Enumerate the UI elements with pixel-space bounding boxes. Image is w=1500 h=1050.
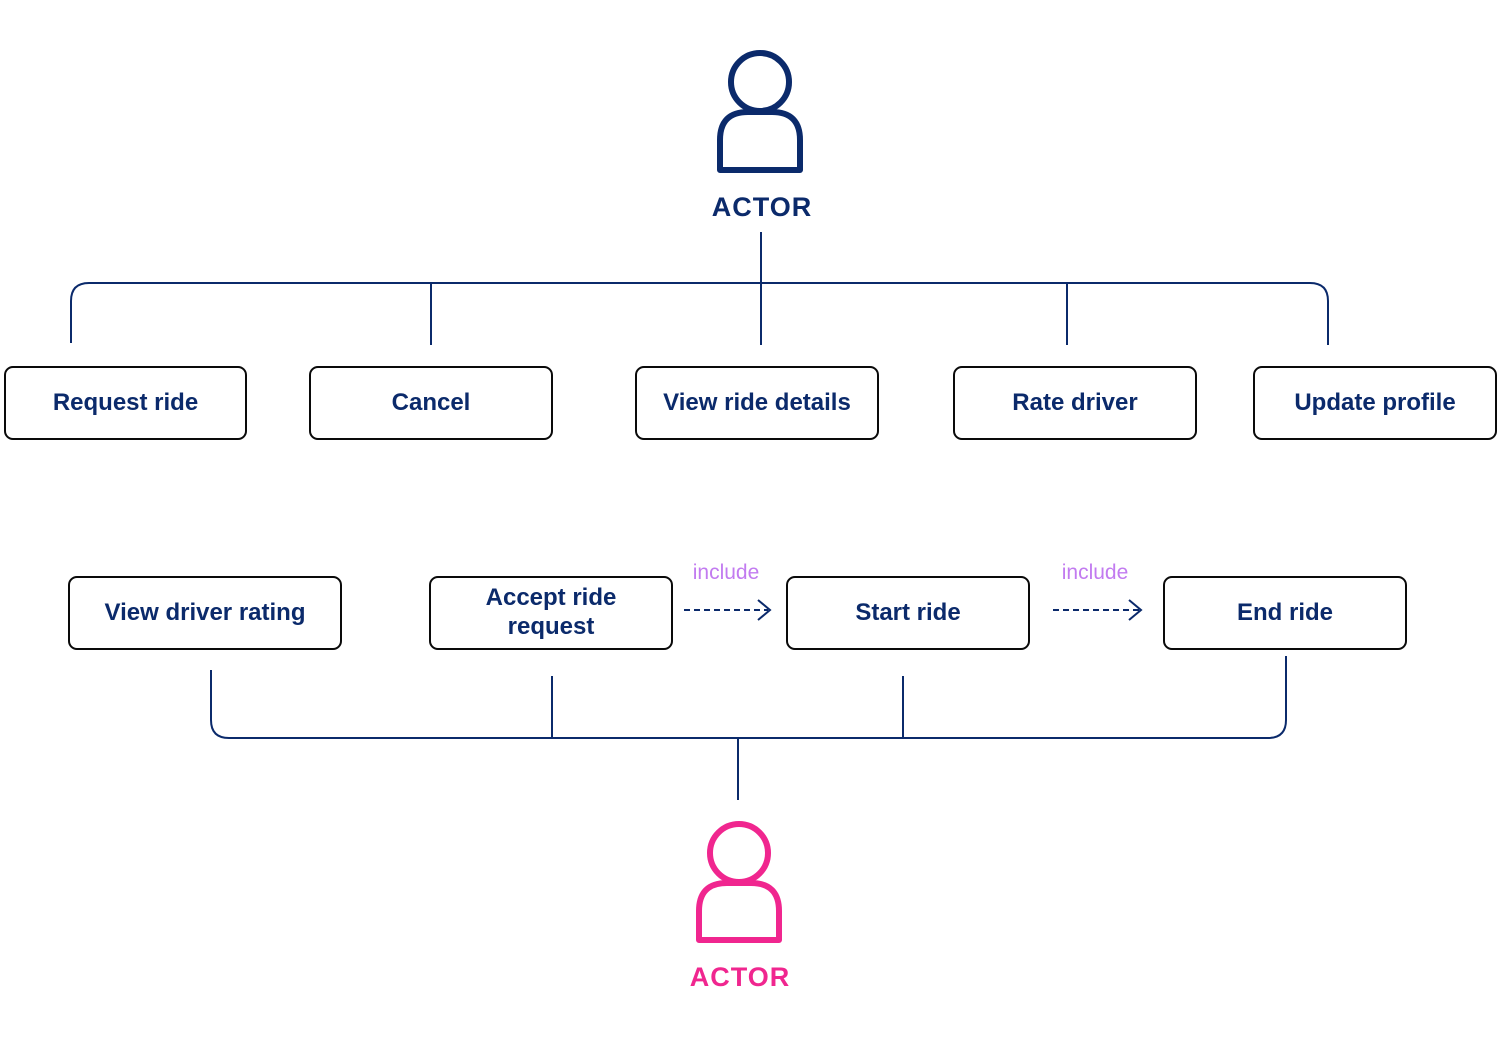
include-arrow-2: [1053, 599, 1143, 621]
use-case-view-driver-rating: View driver rating: [68, 576, 342, 650]
bottom-connectors: [210, 656, 1287, 800]
use-case-rate-driver: Rate driver: [953, 366, 1197, 440]
include-arrow-1: [684, 599, 772, 621]
use-case-request-ride: Request ride: [4, 366, 247, 440]
bottom-actor-label: ACTOR: [689, 962, 791, 992]
use-case-update-profile: Update profile: [1253, 366, 1497, 440]
use-case-start-ride: Start ride: [786, 576, 1030, 650]
use-case-end-ride: End ride: [1163, 576, 1407, 650]
include-label-2: include: [1061, 561, 1129, 584]
use-case-view-ride-details: View ride details: [635, 366, 879, 440]
top-actor-person-icon: [717, 50, 803, 173]
include-label-1: include: [692, 561, 760, 584]
top-connectors: [70, 232, 1329, 345]
use-case-accept-ride-request: Accept ride request: [429, 576, 673, 650]
top-actor-label: ACTOR: [711, 192, 813, 222]
bottom-actor-person-icon: [696, 821, 782, 943]
use-case-cancel: Cancel: [309, 366, 553, 440]
